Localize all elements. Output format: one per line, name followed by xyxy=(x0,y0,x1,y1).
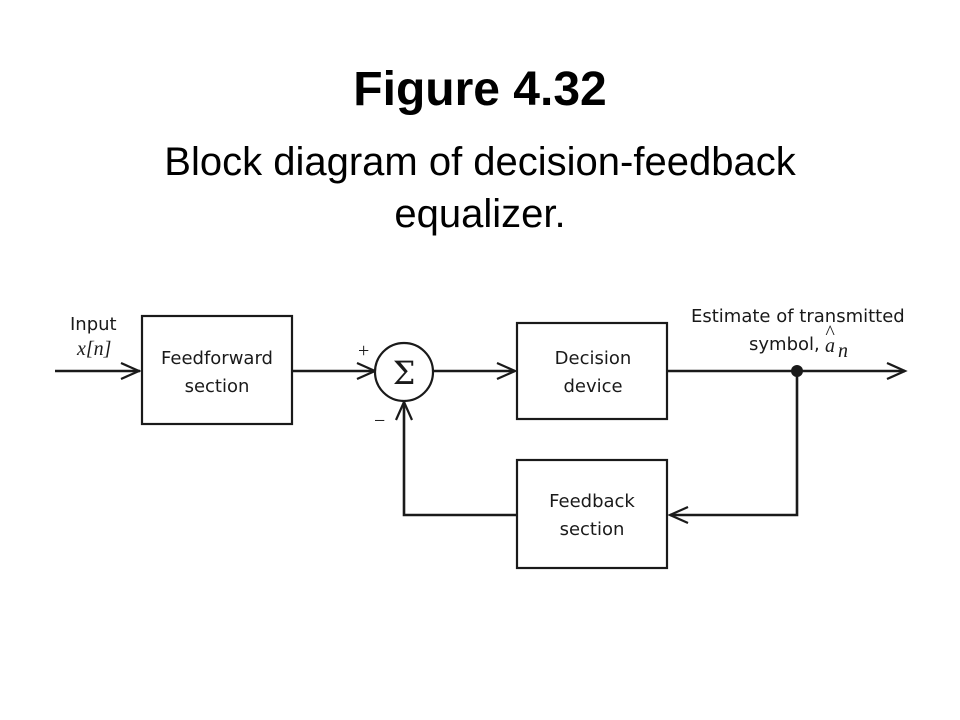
sigma-symbol: Σ xyxy=(393,354,416,392)
output-symbol-sub: n xyxy=(838,340,848,362)
decision-label-line1: Decision xyxy=(555,348,632,369)
feedforward-label-line2: section xyxy=(185,376,250,397)
arrow-into-feedback xyxy=(667,505,689,525)
feedback-label-line2: section xyxy=(560,519,625,540)
wire-feedback-path xyxy=(670,371,799,517)
plus-sign: + xyxy=(358,340,369,362)
output-symbol-hat: ^ xyxy=(825,322,835,344)
input-label: Input xyxy=(70,314,117,335)
decision-label-line2: device xyxy=(563,376,622,397)
output-symbol-base: a xyxy=(825,335,835,357)
arrow-into-decision xyxy=(496,361,518,381)
arrow-output xyxy=(886,361,908,381)
output-label-line1: Estimate of transmitted xyxy=(691,306,905,327)
feedback-label-line1: Feedback xyxy=(549,491,635,512)
summing-junction xyxy=(373,341,435,403)
wire-feedback-to-summer xyxy=(402,402,517,517)
figure-title: Figure 4.32 xyxy=(353,63,607,116)
arrow-input xyxy=(120,361,142,381)
input-signal-label: x[n] xyxy=(76,338,111,360)
feedback-block xyxy=(515,458,669,570)
feedforward-label-line1: Feedforward xyxy=(161,348,273,369)
output-label-line2: symbol, xyxy=(749,334,820,355)
figure-caption: Block diagram of decision-feedback equal… xyxy=(164,140,796,236)
decision-block xyxy=(515,321,669,421)
minus-sign: − xyxy=(374,410,385,432)
feedforward-block xyxy=(140,314,294,426)
